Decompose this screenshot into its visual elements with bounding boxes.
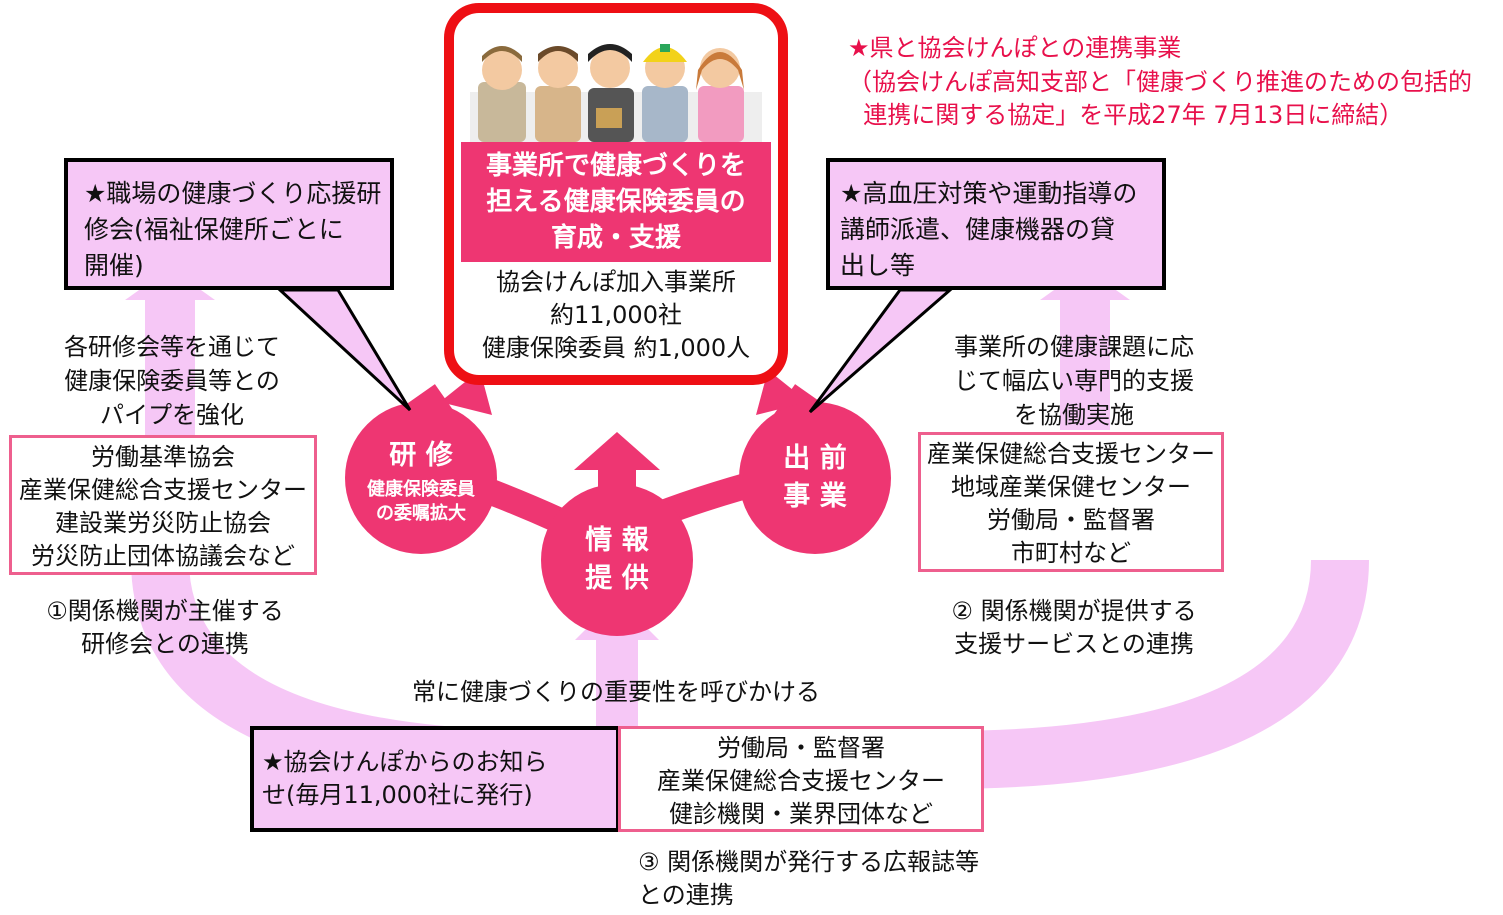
circle-outreach [739,402,891,554]
circle-info-title: 情 報 提 供 [585,525,649,594]
left-bubble-tail [276,288,412,412]
center-stats: 協会けんぽ加入事業所 約11,000社 健康保険委員 約1,000人 [481,268,751,362]
caption-right-support: 事業所の健康課題に応 じて幅広い専門的支援 を協働実施 [954,333,1194,429]
arrow-center-up [574,432,660,470]
circle-outreach-title: 出 前 事 業 [783,443,847,512]
orgs-right-box: 産業保健総合支援センター 地域産業保健センター 労働局・監督署 市町村など [918,432,1224,572]
note-title: ★県と協会けんぽとの連携事業 [848,34,1182,62]
bottom-up-shaft [596,636,638,736]
caption-left-pipe: 各研修会等を通じて 健康保険委員等との パイプを強化 [64,333,280,429]
right-bubble-tail [808,288,955,414]
label-2-service-link: ② 関係機関が提供する 支援サービスとの連携 [951,597,1197,658]
orgs-bottom-box: 労働局・監督署 産業保健総合支援センター 健診機関・業界団体など [618,726,984,832]
circle-info [541,484,693,636]
call-out-text: 常に健康づくりの重要性を呼びかける [412,678,820,706]
circle-training-title: 研 修 [389,440,453,471]
label-3-newsletter-link: ③ 関係機関が発行する広報誌等 との連携 [638,848,980,909]
label-1-seminar-link: ①関係機関が主催する 研修会との連携 [46,597,284,658]
left-up-arrow-shaft [145,328,195,436]
orgs-left-box: 労働基準協会 産業保健総合支援センター 建設業労災防止協会 労災防止団体協議会な… [9,435,317,575]
bubble-left-training-seminar: ★職場の健康づくり応援研 修会(福祉保健所ごとに 開催) [64,158,394,290]
people-illustration [470,44,762,142]
center-headline: 事業所で健康づくりを 担える健康保険委員の 育成・支援 [461,142,771,262]
bubble-bottom-newsletter: ★協会けんぽからのお知ら せ(毎月11,000社に発行) [250,726,620,832]
circle-training [345,402,497,554]
note-body: （協会けんぽ高知支部と「健康づくり推進のための包括的 連携に関する協定」を平成2… [848,68,1472,129]
circle-training-subtitle: 健康保険委員 の委嘱拡大 [367,479,475,524]
left-up-arrow [125,268,215,330]
right-up-arrow [1040,268,1130,430]
bubble-right-outreach: ★高血圧対策や運動指導の 講師派遣、健康機器の貸 出し等 [826,158,1166,290]
